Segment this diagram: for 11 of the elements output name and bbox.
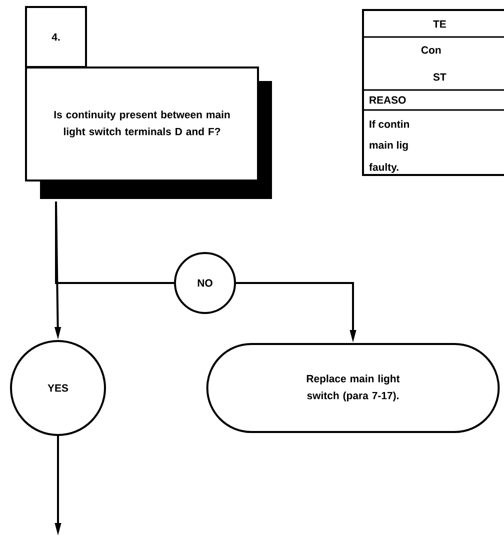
table-cell: faulty. (369, 163, 398, 173)
table-cell: ST (433, 73, 446, 81)
table-header: REASO (370, 96, 406, 104)
step-number-box: 4. (25, 6, 87, 68)
decision-box: Is continuity present between main light switch terminals D and F? (25, 66, 272, 199)
connector-line (55, 202, 174, 284)
table-cell: main lig (370, 141, 408, 151)
table-cell: Con (421, 46, 441, 54)
table-header: TE (433, 20, 446, 28)
table-cell: If contin (370, 120, 409, 128)
action-terminal: Replace main light switch (para 7-17). (206, 343, 500, 433)
